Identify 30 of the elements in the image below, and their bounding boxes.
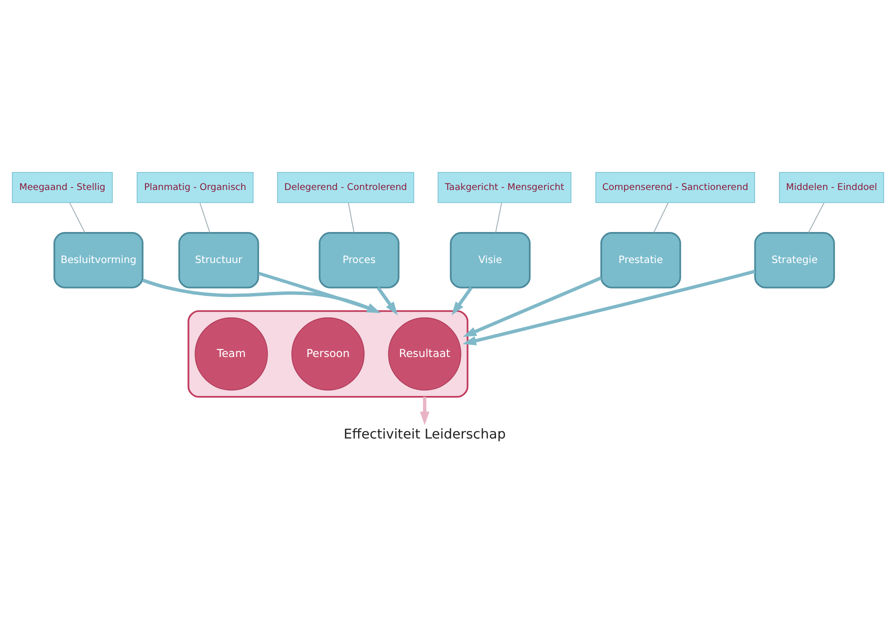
arrow <box>142 278 381 314</box>
node-box: Proces <box>318 232 400 288</box>
arrow <box>462 270 756 346</box>
arrow <box>376 286 398 316</box>
node-box: Taakgericht - Mensgericht <box>438 172 572 204</box>
connector <box>200 202 210 234</box>
node-box: Planmatig - Organisch <box>136 172 254 204</box>
node-box: Middelen - Einddoel <box>779 172 884 204</box>
connector <box>808 202 824 234</box>
connector <box>495 202 502 234</box>
node-box: Besluitvorming <box>54 232 144 288</box>
node-box: Visie <box>450 232 531 288</box>
node-box: Prestatie <box>600 232 682 288</box>
node-text: Effectiviteit Leiderschap <box>344 428 506 443</box>
node-box: Meegaand - Stellig <box>12 172 113 204</box>
arrow <box>420 396 430 426</box>
node-circle: Persoon <box>291 317 365 391</box>
arrow <box>462 276 602 337</box>
node-box: Strategie <box>754 232 835 288</box>
node-circle: Resultaat <box>388 317 462 391</box>
arrow <box>258 272 381 313</box>
connector <box>653 202 669 234</box>
connector <box>69 202 86 234</box>
cluster <box>188 310 468 398</box>
node-box: Compenserend - Sanctionerend <box>595 172 756 204</box>
node-circle: Team <box>194 317 268 391</box>
connector <box>348 202 354 234</box>
node-box: Structuur <box>178 232 260 288</box>
node-box: Delegerend - Controlerend <box>277 172 414 204</box>
arrow <box>452 286 473 316</box>
